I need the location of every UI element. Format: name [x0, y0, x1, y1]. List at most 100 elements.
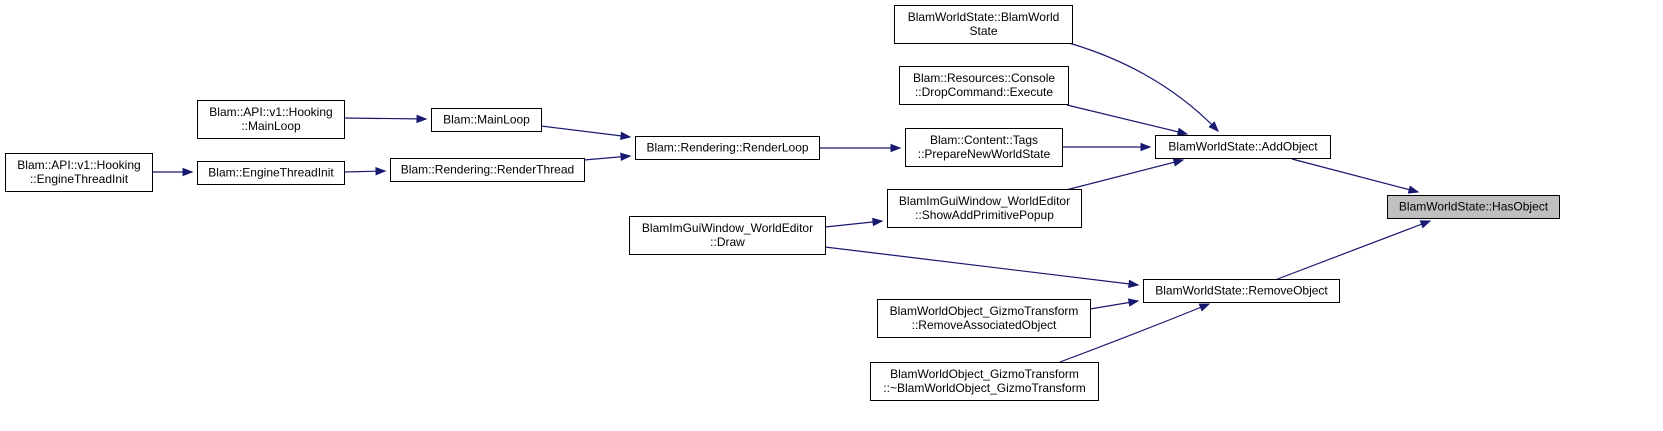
arrowhead-icon [620, 152, 632, 162]
edge-line [1291, 158, 1419, 193]
edge-addobject-to-hasobject [1291, 158, 1420, 194]
node-box [870, 362, 1099, 401]
node-renderthread[interactable]: Blam::Rendering::RenderThread [390, 158, 585, 182]
edge-mainloop-to-renderloop [540, 125, 632, 141]
edge-renderloop-to-preparenew [819, 143, 902, 153]
node-hasobject[interactable]: BlamWorldState::HasObject [1387, 195, 1560, 219]
node-preparenew[interactable]: Blam::Content::Tags::PrepareNewWorldStat… [905, 128, 1063, 167]
node-addobject[interactable]: BlamWorldState::AddObject [1155, 135, 1331, 159]
node-dtor[interactable]: BlamWorldObject_GizmoTransform::~BlamWor… [870, 362, 1099, 401]
edge-line [540, 125, 631, 138]
node-label: BlamWorldState::BlamWorld [908, 10, 1060, 24]
edge-draw-to-showaddprim [824, 217, 884, 228]
node-box [894, 5, 1073, 44]
node-label: ::Draw [710, 235, 745, 249]
node-label: BlamWorldState::HasObject [1399, 200, 1549, 214]
arrowhead-icon [890, 143, 902, 153]
node-label: BlamWorldObject_GizmoTransform [890, 304, 1079, 318]
node-draw[interactable]: BlamImGuiWindow_WorldEditor::Draw [629, 216, 826, 255]
node-label: ::~BlamWorldObject_GizmoTransform [883, 381, 1085, 395]
node-hookengine[interactable]: Blam::API::v1::Hooking::EngineThreadInit [5, 153, 153, 192]
arrowhead-icon [1128, 279, 1140, 289]
node-ctor[interactable]: BlamWorldState::BlamWorldState [894, 5, 1073, 44]
node-label: State [969, 24, 997, 38]
edge-layer [152, 42, 1432, 363]
node-label: BlamImGuiWindow_WorldEditor [642, 221, 813, 235]
arrowhead-icon [1176, 127, 1189, 136]
node-box [635, 136, 820, 160]
edge-hookmain-to-mainloop [343, 114, 428, 124]
node-box [877, 299, 1091, 338]
arrowhead-icon [375, 167, 387, 176]
node-enginethreadinit[interactable]: Blam::EngineThreadInit [197, 161, 345, 185]
edge-line [824, 246, 1139, 286]
node-box [629, 216, 826, 255]
node-label: Blam::Rendering::RenderLoop [646, 141, 808, 155]
node-box [905, 128, 1063, 167]
arrowhead-icon [1127, 298, 1140, 307]
edge-hookengine-to-enginethreadinit [152, 167, 194, 177]
node-label: Blam::Resources::Console [913, 71, 1055, 85]
arrowhead-icon [1208, 121, 1219, 132]
node-box [1387, 195, 1560, 219]
node-label: ::MainLoop [241, 119, 301, 133]
node-label: ::RemoveAssociatedObject [912, 318, 1057, 332]
node-showaddprim[interactable]: BlamImGuiWindow_WorldEditor::ShowAddPrim… [887, 189, 1082, 228]
arrowhead-icon [1198, 303, 1211, 312]
arrowhead-icon [416, 114, 428, 124]
node-label: ::EngineThreadInit [30, 172, 129, 186]
edge-dtor-to-removeobject [1059, 303, 1211, 363]
edge-line [1068, 42, 1219, 132]
arrowhead-icon [182, 167, 194, 177]
edge-preparenew-to-addobject [1062, 142, 1152, 152]
node-box [197, 100, 345, 139]
node-label: ::PrepareNewWorldState [918, 147, 1051, 161]
edge-ctor-to-addobject [1068, 42, 1219, 132]
node-label: Blam::EngineThreadInit [208, 166, 334, 180]
edge-renderthread-to-renderloop [583, 152, 632, 162]
edge-enginethreadinit-to-renderthread [343, 167, 387, 176]
node-label: BlamWorldState::AddObject [1168, 140, 1318, 154]
node-label: ::DropCommand::Execute [915, 85, 1053, 99]
edge-line [824, 220, 883, 228]
node-box [1155, 135, 1331, 159]
arrowhead-icon [872, 217, 884, 227]
arrowhead-icon [1407, 185, 1420, 194]
node-label: BlamWorldObject_GizmoTransform [890, 367, 1079, 381]
node-label: ::ShowAddPrimitivePopup [915, 208, 1054, 222]
node-box [899, 66, 1069, 105]
arrowhead-icon [1140, 142, 1152, 152]
node-label: BlamImGuiWindow_WorldEditor [899, 194, 1070, 208]
node-hookmain[interactable]: Blam::API::v1::Hooking::MainLoop [197, 100, 345, 139]
node-removeassoc[interactable]: BlamWorldObject_GizmoTransform::RemoveAs… [877, 299, 1091, 338]
edge-line [343, 117, 427, 120]
node-box [5, 153, 153, 192]
arrowhead-icon [1419, 220, 1432, 229]
node-removeobject[interactable]: BlamWorldState::RemoveObject [1143, 279, 1340, 303]
node-box [887, 189, 1082, 228]
edge-dropcmd-to-addobject [1066, 104, 1189, 136]
node-renderloop[interactable]: Blam::Rendering::RenderLoop [635, 136, 820, 160]
arrowhead-icon [1172, 158, 1185, 167]
node-label: Blam::API::v1::Hooking [209, 105, 332, 119]
edge-draw-to-removeobject [824, 246, 1140, 289]
edge-removeassoc-to-removeobject [1089, 298, 1140, 310]
node-box [1143, 279, 1340, 303]
arrowhead-icon [620, 131, 632, 141]
edge-showaddprim-to-addobject [1065, 158, 1185, 191]
node-box [197, 161, 345, 185]
node-label: Blam::MainLoop [443, 113, 530, 127]
edge-removeobject-to-hasobject [1274, 220, 1432, 281]
edge-line [1066, 104, 1188, 135]
node-label: Blam::API::v1::Hooking [17, 158, 140, 172]
node-box [390, 158, 585, 182]
node-mainloop[interactable]: Blam::MainLoop [431, 108, 542, 132]
node-box [431, 108, 542, 132]
node-dropcmd[interactable]: Blam::Resources::Console::DropCommand::E… [899, 66, 1069, 105]
node-label: Blam::Content::Tags [930, 133, 1038, 147]
node-label: BlamWorldState::RemoveObject [1155, 284, 1328, 298]
node-label: Blam::Rendering::RenderThread [401, 163, 574, 177]
edge-line [1059, 303, 1210, 363]
node-layer: BlamWorldState::HasObjectBlamWorldState:… [5, 5, 1560, 401]
